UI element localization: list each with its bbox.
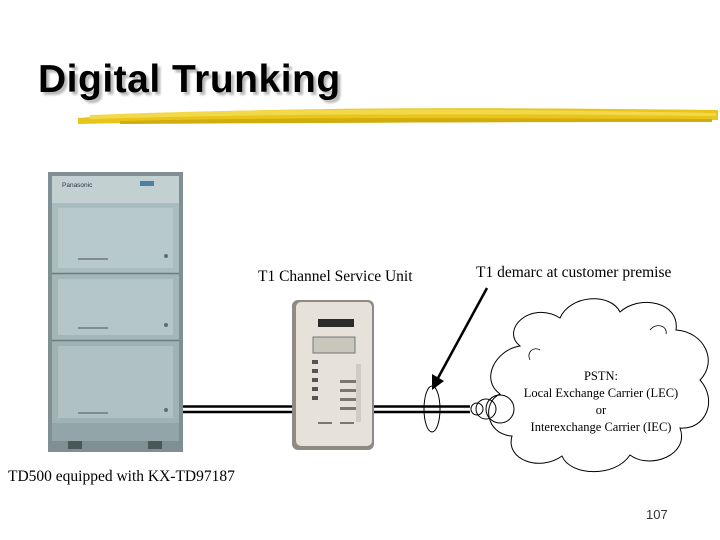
pstn-title: PSTN:: [583, 369, 619, 383]
csu-label: T1 Channel Service Unit: [258, 268, 413, 285]
title-underline: [78, 108, 718, 124]
t1-line-pbx-csu: [183, 405, 302, 414]
interface-circles: [470, 394, 515, 424]
page-number: 107: [646, 507, 668, 522]
demarc-label: T1 demarc at customer premise: [476, 264, 672, 281]
pbx-brand-text: Panasonic: [62, 182, 93, 189]
demarc-arrow: [432, 287, 489, 390]
pstn-cloud-text: PSTN: Local Exchange Carrier (LEC) or In…: [506, 368, 696, 436]
pbx-cabinet: Panasonic: [48, 172, 183, 452]
slide-title: Digital Trunking: [38, 58, 341, 101]
csu-device: [292, 300, 374, 450]
pstn-cloud: [488, 298, 710, 473]
demarc-point: [423, 385, 441, 433]
pstn-lec: Local Exchange Carrier (LEC): [523, 386, 679, 400]
pbx-label: TD500 equipped with KX-TD97187: [8, 468, 235, 485]
pstn-iec: Interexchange Carrier (IEC): [530, 420, 672, 434]
t1-line-csu-pstn: [374, 405, 470, 414]
pstn-or: or: [595, 403, 607, 417]
